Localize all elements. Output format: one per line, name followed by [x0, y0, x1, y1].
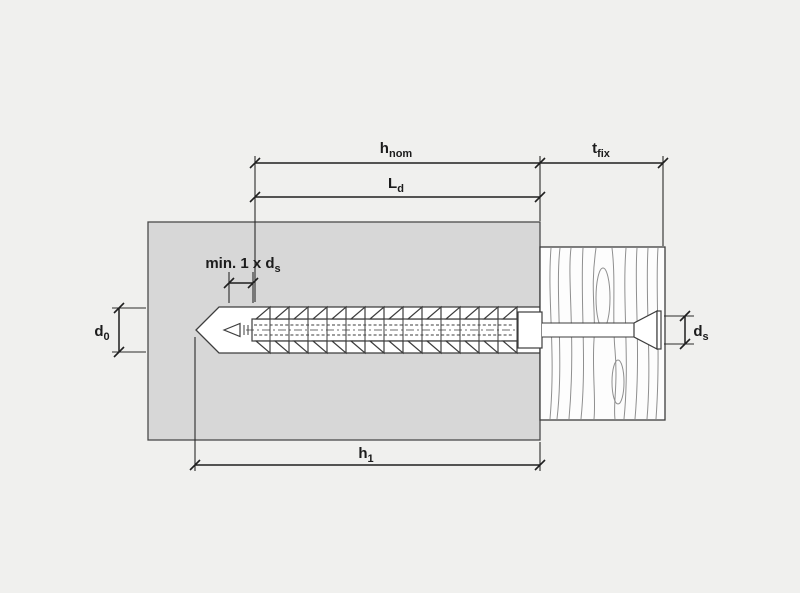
- screw-tip: [222, 322, 241, 338]
- footer-strip: [0, 593, 800, 600]
- screw: [222, 310, 662, 350]
- screw-head-face: [656, 310, 662, 350]
- label-l-d: Ld: [388, 175, 404, 195]
- screw-shank: [542, 323, 634, 337]
- label-d-0: d0: [94, 323, 109, 343]
- sleeve-collar: [517, 311, 543, 349]
- label-h-nom: hnom: [380, 140, 413, 160]
- label-t-fix: tfix: [592, 140, 611, 160]
- dimensions: hnom tfix Ld min. 1 x ds d0 ds h1: [94, 140, 709, 471]
- label-h-1: h1: [358, 445, 373, 465]
- label-d-s: ds: [693, 323, 708, 343]
- label-min-ds: min. 1 x ds: [205, 255, 280, 275]
